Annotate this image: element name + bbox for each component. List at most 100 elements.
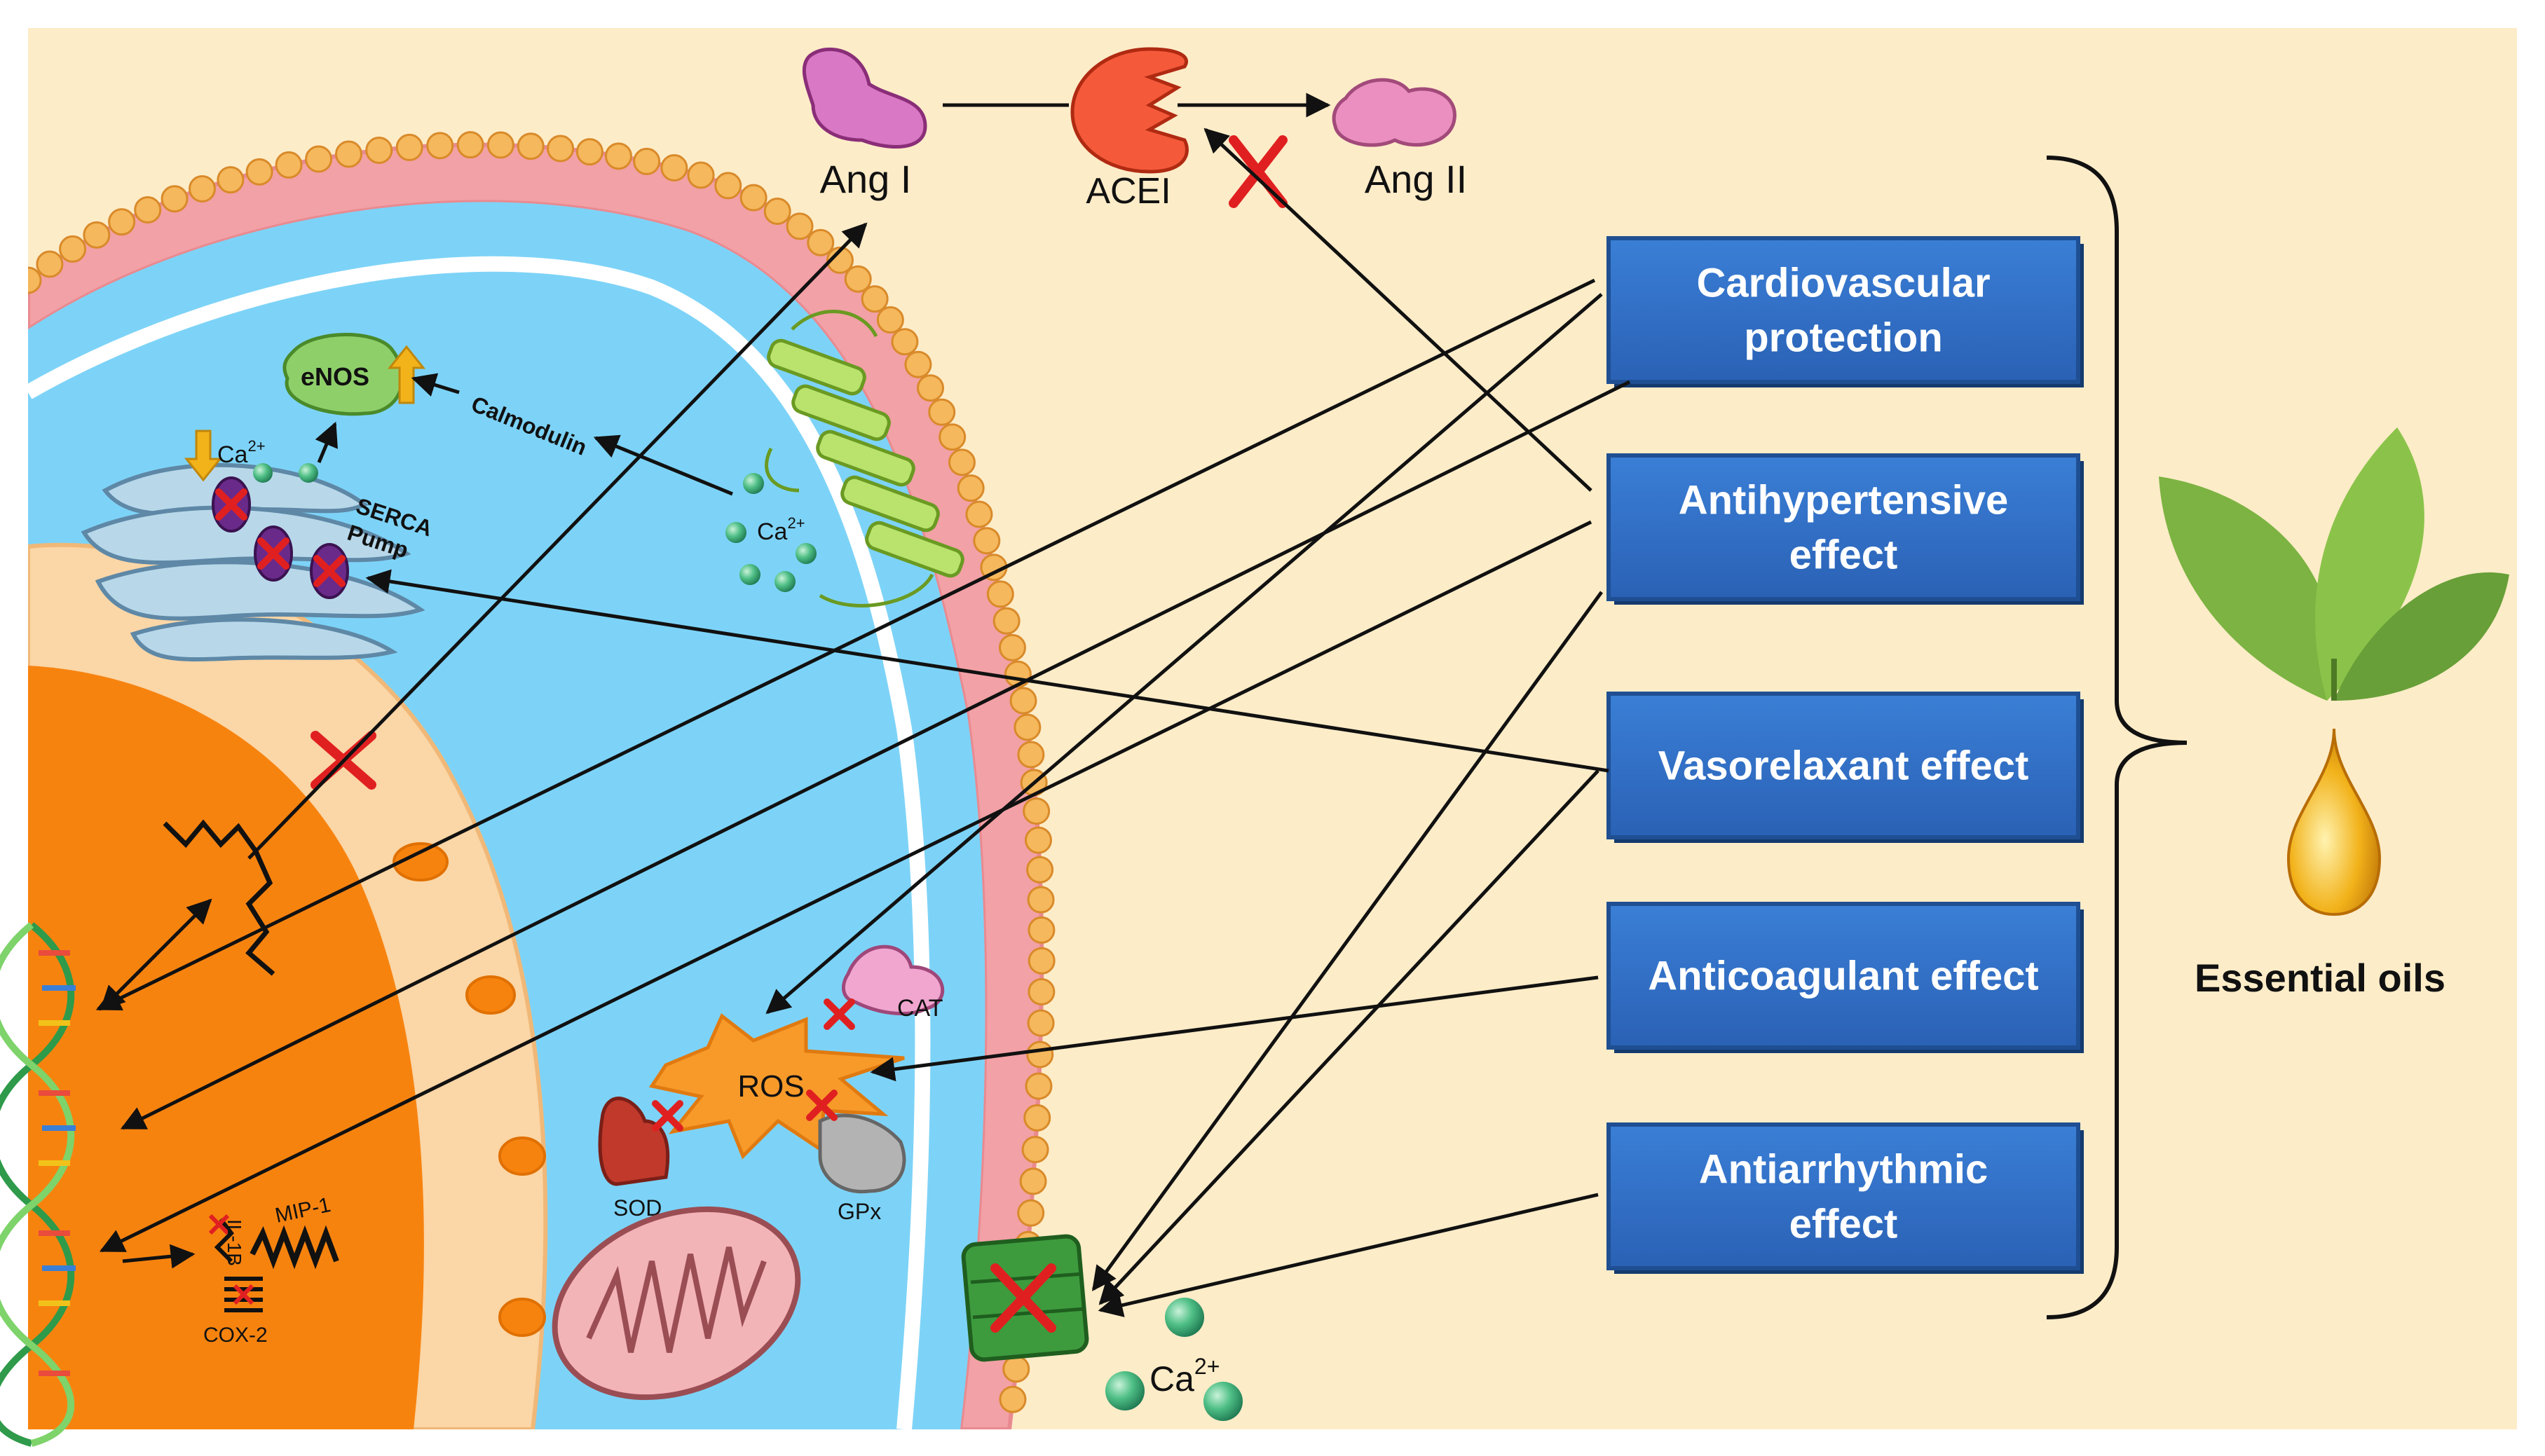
cox2-icon — [224, 1277, 263, 1312]
lipid-head — [395, 133, 423, 161]
lipid-head — [998, 633, 1026, 661]
lipid-head — [633, 147, 661, 175]
lipid-head — [714, 172, 742, 200]
arrow-ca-enos — [315, 421, 338, 463]
essential-oils-label: Essential oils — [2195, 956, 2445, 1000]
lipid-head — [161, 185, 189, 213]
lipid-head — [1014, 713, 1042, 741]
effect-label: Antiarrhythmic — [1699, 1147, 1988, 1193]
lipid-head — [1028, 916, 1056, 944]
nuclear-pores — [393, 842, 546, 1337]
lipid-head — [305, 145, 333, 173]
dna-rungs — [39, 950, 76, 1376]
lipid-head — [891, 328, 919, 356]
lipid-head — [1026, 1041, 1054, 1069]
inner-membrane-line — [28, 256, 931, 1429]
lipid-head — [108, 208, 136, 236]
lipid-head — [1021, 1136, 1049, 1164]
effect-box-1: Antihypertensive effect — [1606, 453, 2084, 605]
calcium-channel-icon — [961, 1234, 1089, 1362]
lipid-head — [1027, 886, 1055, 914]
lipid-head — [134, 195, 162, 224]
lipid-head — [948, 448, 976, 476]
lipid-head — [876, 306, 904, 334]
effect-box-2: Vasorelaxant effect — [1606, 692, 2084, 843]
ang1-label: Ang I — [820, 157, 912, 201]
arrow-dna-cytokines — [122, 1244, 196, 1269]
effect-box-rect — [1606, 453, 2080, 601]
membrane-lipid-heads — [28, 131, 1056, 1413]
lipid-head — [1023, 1104, 1051, 1132]
lipid-head — [335, 140, 362, 168]
lipid-head — [739, 184, 767, 212]
lipid-head — [1024, 826, 1052, 854]
lipid-head — [1023, 797, 1051, 825]
lipid-head — [861, 285, 889, 313]
inhibit-x-icon — [652, 998, 855, 1132]
lipid-head — [826, 246, 854, 274]
lipid-head — [486, 131, 514, 159]
lipid-head — [365, 136, 393, 164]
arrow-antiarrhythmic-channel — [1098, 1193, 1599, 1317]
ang1-protein-icon — [802, 47, 927, 149]
effect-arrows — [95, 128, 1631, 1317]
oil-drop-icon — [2286, 728, 2382, 916]
ca-ion-label-membrane: Ca2+ — [757, 514, 805, 545]
lipid-head — [1017, 741, 1045, 769]
lipid-head — [999, 1385, 1027, 1413]
lipid-head — [660, 153, 688, 181]
lipid-head — [973, 527, 1001, 555]
gpx-enzyme-icon — [818, 1113, 906, 1194]
enos-label: eNOS — [301, 362, 369, 391]
effect-label: Antihypertensive — [1679, 478, 2009, 523]
effect-box-rect — [1606, 1122, 2080, 1270]
ang2-label: Ang II — [1365, 157, 1467, 201]
lipid-head — [456, 131, 484, 159]
gpx-label: GPx — [838, 1199, 881, 1224]
arrow-antihypertensive-channel — [1091, 591, 1604, 1291]
cat-label: CAT — [897, 995, 943, 1022]
lipid-head — [83, 221, 111, 249]
arrow-antihypertensive-acei — [1203, 128, 1592, 492]
effect-box-rect — [1606, 902, 2080, 1050]
effect-box-3: Anticoagulant effect — [1606, 902, 2084, 1053]
arrow-cardio-dna — [95, 278, 1596, 1011]
effect-boxes: CardiovascularprotectionAntihypertensive… — [1606, 236, 2084, 1274]
arrow-vasorelaxant-serca — [365, 569, 1609, 773]
lipid-head — [36, 250, 64, 278]
acei-protein-icon — [1070, 47, 1189, 174]
lipid-head — [275, 151, 303, 179]
ca-ion-label-extracellular: Ca2+ — [1149, 1354, 1220, 1399]
membrane-transporter — [765, 310, 964, 607]
lipid-head — [1026, 856, 1054, 884]
inhibit-x-icon — [208, 1214, 254, 1305]
effect-label: Cardiovascular — [1696, 261, 1990, 306]
calcium-ions — [253, 463, 817, 592]
lipid-head — [1028, 978, 1056, 1006]
lipid-head — [844, 265, 872, 293]
lipid-head — [1025, 1072, 1053, 1100]
lipid-head — [217, 166, 245, 194]
lipid-head — [575, 138, 603, 166]
ang2-protein-icon — [1332, 78, 1456, 147]
increase-arrow-icon — [387, 345, 426, 404]
arrow-vasorelaxant-channel — [1098, 769, 1599, 1305]
leaf-icon — [2159, 427, 2509, 701]
effect-label: effect — [1789, 533, 1898, 578]
arrow-dna-ang1 — [247, 222, 868, 860]
effect-box-rect — [1606, 692, 2080, 839]
effect-label: Vasorelaxant effect — [1658, 743, 2029, 789]
acei-label: ACEI — [1086, 171, 1171, 212]
inhibit-x-icon — [215, 488, 346, 587]
sod-enzyme-icon — [598, 1097, 670, 1186]
lipid-head — [1002, 1355, 1030, 1383]
lipid-head — [188, 174, 216, 202]
il1b-zigzag-icon — [214, 1218, 234, 1263]
lipid-head — [1027, 1009, 1055, 1037]
lipid-head — [986, 580, 1014, 608]
lipid-head — [939, 423, 967, 451]
ros-label: ROS — [737, 1069, 804, 1104]
effect-label: Anticoagulant effect — [1648, 954, 2039, 999]
